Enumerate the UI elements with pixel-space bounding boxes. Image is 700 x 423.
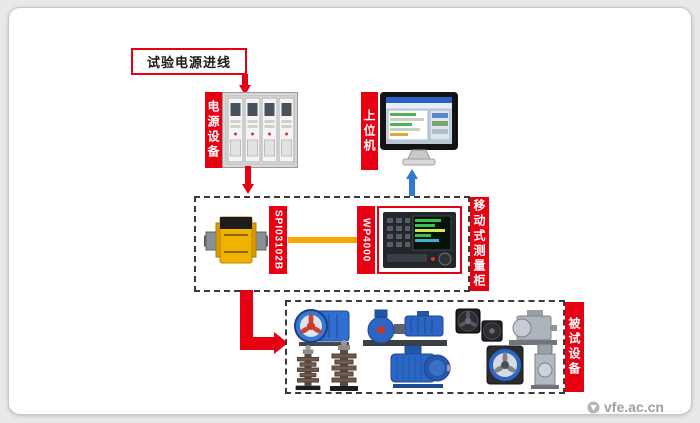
- bushing-transformer-icon: [330, 340, 358, 391]
- arrow-shaft-vertical: [240, 290, 253, 350]
- host-monitor-image: [380, 92, 458, 166]
- cooling-fan-icon: [481, 320, 503, 342]
- arrow-head: [242, 184, 254, 194]
- watermark-text: vfe.ac.cn: [604, 399, 664, 415]
- centrifugal-pump-icon: [363, 309, 447, 346]
- arrow-shaft: [242, 74, 248, 86]
- torque-transducer-image: [204, 216, 268, 264]
- watermark: vfe.ac.cn: [587, 399, 664, 415]
- power-equipment-label: 电源设备: [205, 92, 222, 168]
- arrow-shaft-horizontal: [240, 337, 274, 350]
- axial-fan-icon: [294, 309, 350, 346]
- wp4000-analyzer-image: [377, 206, 462, 274]
- watermark-logo-icon: [587, 401, 600, 413]
- arrow-head: [239, 85, 251, 95]
- mobile-cabinet-label: 移动式测量柜: [470, 197, 489, 291]
- ring-fan-icon: [486, 345, 524, 385]
- gear-reducer-icon: [531, 343, 559, 389]
- arrow-cabinet-to-measure: [242, 166, 254, 196]
- bushing-transformer-icon: [295, 345, 321, 391]
- arrow-head: [406, 169, 418, 179]
- cooling-fan-icon: [455, 308, 481, 334]
- power-inlet-label: 试验电源进线: [146, 55, 231, 70]
- power-inlet-box: 试验电源进线: [131, 48, 247, 75]
- dut-label: 被试设备: [565, 302, 584, 392]
- arrow-shaft: [245, 166, 251, 186]
- host-computer-label: 上位机: [361, 92, 378, 170]
- arrow-analyzer-to-host: [406, 169, 418, 197]
- sensor-label: SPI03102B: [269, 206, 287, 274]
- arrow-shaft: [409, 178, 415, 197]
- induction-motor-icon: [390, 345, 451, 388]
- power-cabinet-image: [222, 92, 298, 168]
- arrow-measure-to-dut: [238, 290, 288, 356]
- arrow-head: [274, 332, 288, 354]
- analyzer-label: WP4000: [357, 206, 375, 274]
- gear-motor-icon: [509, 310, 557, 345]
- diagram-card: 试验电源进线 电源设备: [8, 7, 692, 415]
- sensor-analyzer-cable: [288, 237, 357, 243]
- arrow-inlet-to-cabinet: [239, 74, 251, 95]
